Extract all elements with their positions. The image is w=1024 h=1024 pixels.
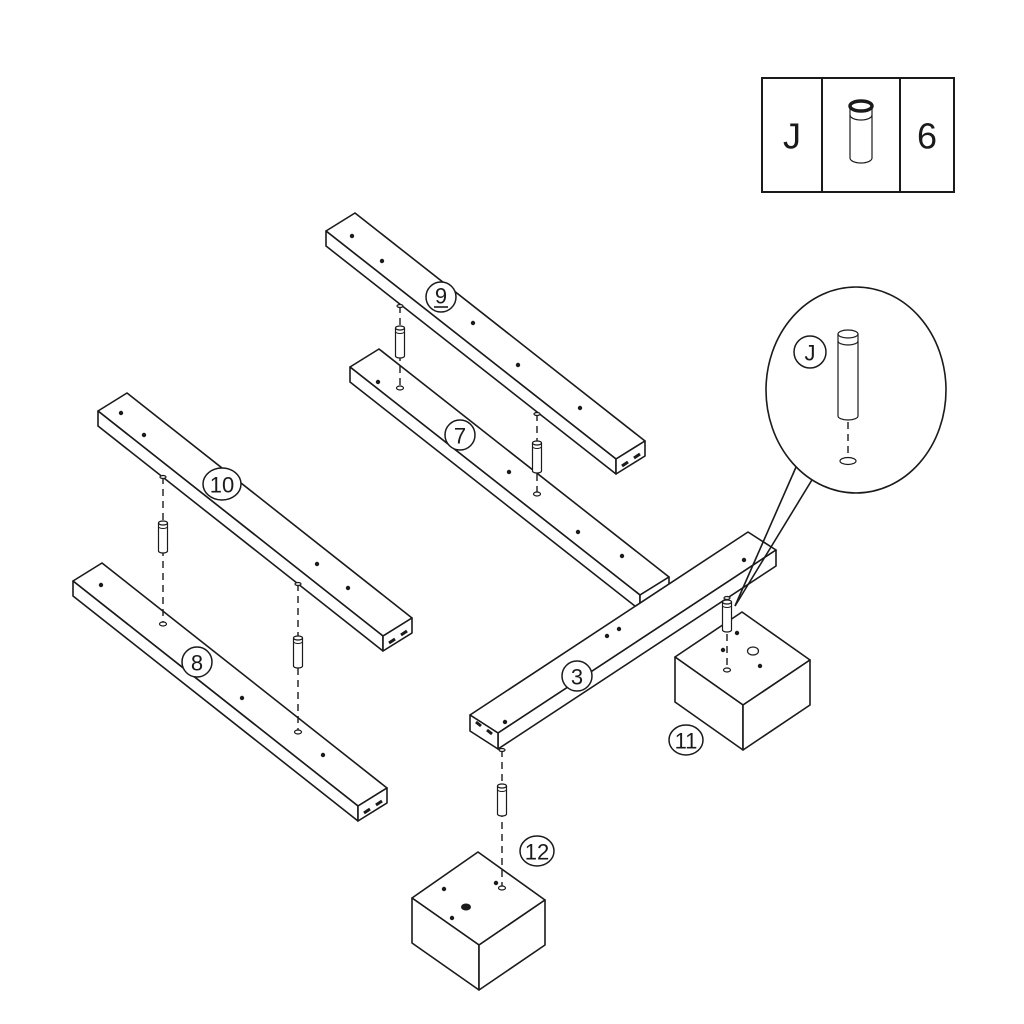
parts-legend: J 6 — [761, 77, 955, 193]
plank-10 — [97, 392, 413, 652]
callout-hole — [839, 456, 857, 466]
box-11-right-face — [742, 659, 811, 751]
plank-10-holes — [118, 410, 351, 591]
part-label-11: 11 — [668, 724, 704, 756]
callout-tail-line — [734, 457, 801, 607]
part-label-10-text: 10 — [210, 473, 234, 498]
part-label-8: 8 — [181, 646, 213, 678]
box-12-right-face — [478, 899, 546, 991]
part-label-3: 3 — [561, 660, 593, 692]
plank-9-holes — [349, 233, 583, 411]
part-label-8-text: 8 — [191, 651, 203, 676]
callout-part-letter-text: J — [805, 341, 816, 366]
plank-8 — [72, 562, 388, 822]
dowel-icon — [848, 99, 874, 164]
legend-box — [761, 77, 955, 193]
plank-10-end-slots — [388, 629, 408, 645]
part-label-12: 12 — [519, 835, 555, 867]
box-12-holes — [441, 880, 499, 921]
box-11-holes — [720, 630, 763, 669]
legend-quantity: 6 — [917, 116, 937, 157]
box-11-cam-hole — [746, 646, 760, 656]
dowel-icon — [292, 635, 304, 669]
plank-7-holes — [375, 379, 625, 559]
part-label-7: 7 — [444, 419, 476, 451]
part-label-10: 10 — [202, 467, 242, 501]
dowel-icon — [531, 440, 543, 474]
dowel-icon — [394, 325, 406, 359]
dowel-target-holes — [158, 303, 732, 891]
part-label-7-text: 7 — [454, 424, 466, 449]
dowel-icon — [157, 520, 169, 554]
callout-tail-line — [734, 469, 819, 607]
part-label-12-text: 12 — [525, 840, 549, 865]
part-label-9-text: 9 — [435, 284, 447, 309]
dowel-icon — [496, 783, 508, 817]
part-label-3-text: 3 — [571, 665, 583, 690]
plank-9-end-slots — [621, 452, 641, 468]
callout-part-letter: J — [793, 335, 827, 369]
legend-part-letter: J — [783, 116, 801, 157]
dowel-icon — [721, 599, 733, 633]
box-11 — [674, 611, 811, 751]
plank-3-holes — [502, 557, 747, 725]
plank-3-end-slots — [475, 720, 493, 736]
plank-3 — [469, 531, 777, 750]
part-label-9: 9 — [425, 281, 457, 313]
plank-8-end-slots — [363, 799, 383, 815]
box-12 — [411, 851, 546, 991]
detail-callout: J — [734, 286, 947, 607]
box-12-cam-hole — [461, 903, 471, 911]
dowel-icon — [837, 329, 859, 421]
part-label-11-text: 11 — [675, 729, 698, 754]
plank-9 — [325, 212, 646, 475]
plank-8-holes — [98, 582, 326, 758]
